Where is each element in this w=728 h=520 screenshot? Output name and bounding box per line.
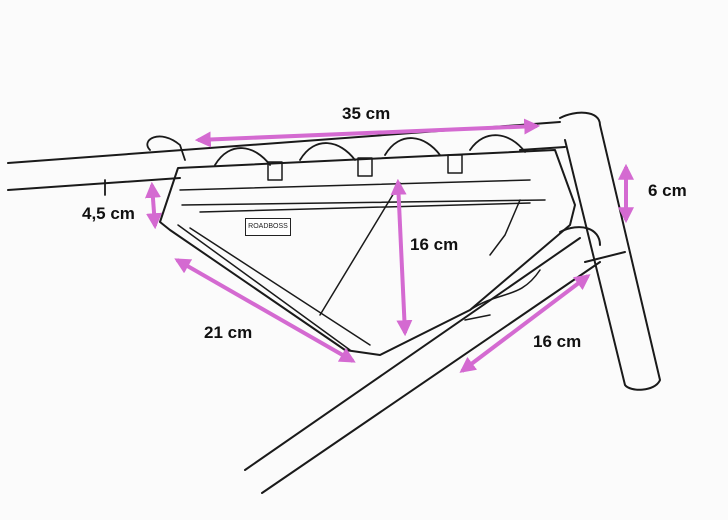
brand-logo: ROADBOSS — [245, 218, 291, 236]
label-rear-height: 4,5 cm — [82, 204, 135, 223]
label-front-height: 6 cm — [648, 181, 687, 200]
head-tube — [559, 111, 661, 391]
arrow-rear-height — [144, 181, 163, 230]
down-tube — [244, 237, 601, 494]
arrow-bag-height — [390, 178, 413, 337]
top-tube — [7, 121, 561, 191]
arrow-front-length — [459, 274, 591, 373]
label-top-length: 35 cm — [342, 104, 391, 123]
label-bottom-length: 21 cm — [204, 323, 253, 342]
arrow-top-length — [194, 118, 541, 148]
label-bag-height: 16 cm — [410, 235, 459, 254]
label-front-length: 16 cm — [533, 332, 582, 351]
frame-bag — [159, 149, 576, 356]
arrow-bottom-length — [174, 258, 356, 363]
